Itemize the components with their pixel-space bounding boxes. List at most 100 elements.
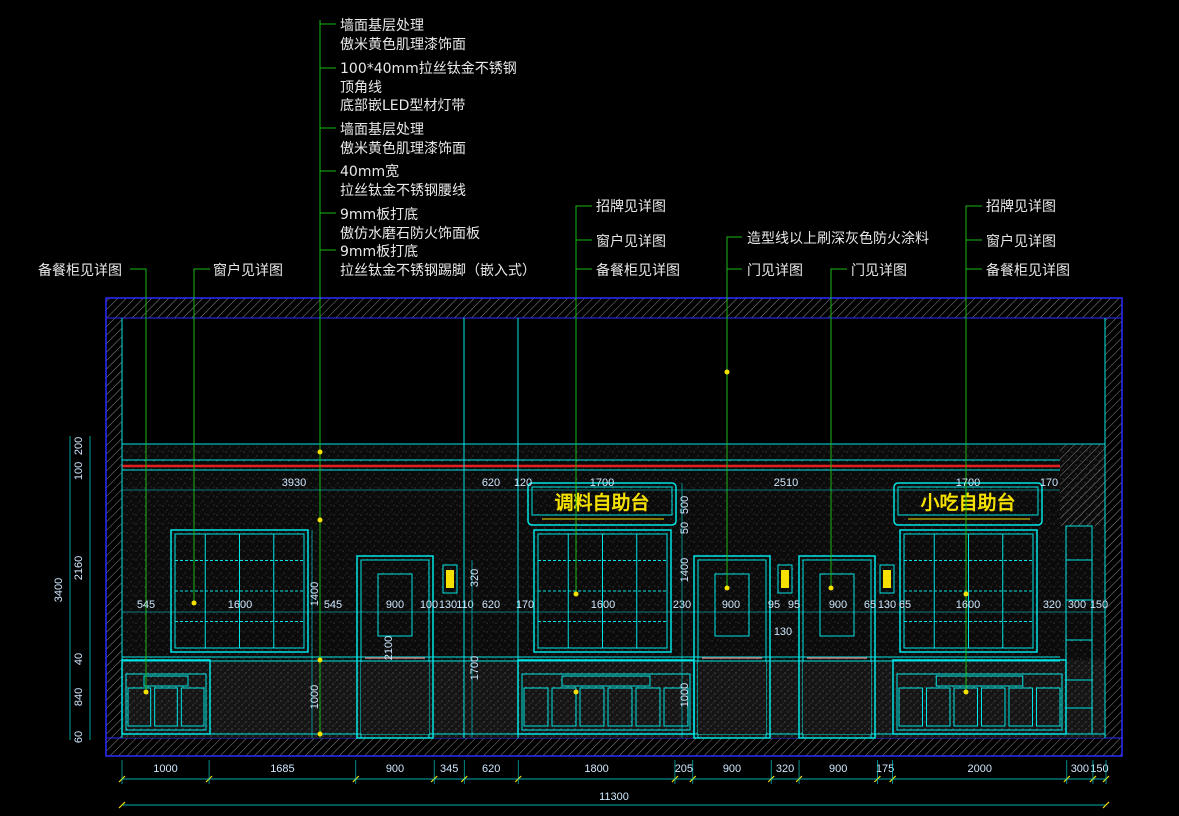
cabinets-group (121, 659, 1067, 735)
dim-label: 1685 (270, 763, 294, 775)
note-line: 40mm宽 (340, 163, 399, 180)
note-line: 墙面基层处理 (340, 17, 424, 34)
door-leaf (802, 559, 872, 739)
dim-label: 545 (324, 599, 342, 611)
cabinet-body (521, 673, 691, 731)
door-vision-panel (714, 573, 750, 637)
dim-label: 840 (73, 688, 85, 706)
dim-label: 130 (439, 599, 457, 611)
dim-label: 170 (516, 599, 534, 611)
note-line: 100*40mm拉丝钛金不锈钢 (340, 61, 517, 77)
dim-label: 65 (864, 599, 876, 611)
door-kickplate (361, 662, 429, 734)
window-frame (899, 529, 1038, 653)
dim-label: 200 (73, 437, 85, 455)
dim-label: 320 (469, 569, 481, 587)
cabinet-frame (121, 659, 211, 735)
leader-lines (130, 20, 982, 738)
dim-label: 120 (514, 477, 532, 489)
door (693, 555, 771, 739)
cabinet (517, 659, 695, 735)
callout-door-a: 门见详图 (747, 263, 803, 279)
cabinet-drawer (561, 675, 651, 687)
wall-panel (121, 318, 1106, 738)
dim-label: 900 (829, 763, 847, 775)
window (533, 529, 672, 653)
cabinet-door (180, 687, 205, 727)
dim-label: 2000 (967, 763, 991, 775)
dim-label: 900 (723, 763, 741, 775)
door-leaf (697, 559, 767, 739)
note-line: 拉丝钛金不锈钢腰线 (340, 183, 466, 199)
cabinet-door (1036, 687, 1061, 727)
note-line: 傲米黄色肌理漆饰面 (340, 140, 466, 157)
callout-window-left: 窗户见详图 (213, 262, 283, 279)
dim-label: 1600 (228, 599, 252, 611)
note-line: 墙面基层处理 (340, 121, 424, 138)
door-kickplate (698, 662, 766, 734)
dim-label: 1000 (309, 685, 321, 709)
sign-board-left: 调料自助台 (527, 482, 677, 526)
note-line: 顶角线 (340, 80, 382, 96)
dim-label: 3930 (282, 477, 306, 489)
dim-label: 65 (899, 599, 911, 611)
dim-label: 900 (722, 599, 740, 611)
dim-label: 620 (482, 763, 500, 775)
cabinet (892, 659, 1067, 735)
dim-label: 545 (137, 599, 155, 611)
dim-label: 100 (420, 599, 438, 611)
dim-label: 205 (675, 763, 693, 775)
note-line: 9mm板打底 (340, 243, 418, 260)
callout-paint-note: 造型线以上刷深灰色防火涂料 (747, 230, 929, 247)
dim-tick (118, 801, 126, 809)
window-frame (533, 529, 672, 653)
window (170, 529, 309, 653)
dim-label: 3400 (53, 578, 65, 602)
cabinet-body (896, 673, 1063, 731)
dim-label: 2510 (774, 477, 798, 489)
dim-label: 60 (73, 731, 85, 743)
cabinet-body (125, 673, 207, 731)
dim-label: 170 (1040, 477, 1058, 489)
dim-label: 1400 (679, 558, 691, 582)
dim-label: 150 (1090, 763, 1108, 775)
callout-sign-mid: 招牌见详图 (596, 198, 666, 215)
notes-center: 墙面基层处理 傲米黄色肌理漆饰面 100*40mm拉丝钛金不锈钢 顶角线 底部嵌… (340, 17, 536, 279)
windows-group (170, 529, 1038, 653)
structure-frame (105, 297, 1123, 757)
dim-label: 95 (788, 599, 800, 611)
cabinet-door (981, 687, 1006, 727)
dim-label: 320 (776, 763, 794, 775)
dim-label: 500 (679, 496, 691, 514)
dim-label: 320 (1043, 599, 1061, 611)
cabinet-door (663, 687, 689, 727)
cabinet-door (635, 687, 661, 727)
dim-label: 1700 (469, 656, 481, 680)
callout-door-b: 门见详图 (851, 263, 907, 279)
callout-window-right: 窗户见详图 (986, 233, 1056, 250)
wall-lamps (442, 564, 895, 594)
door-leaf (360, 559, 430, 739)
dim-label: 175 (876, 763, 894, 775)
dim-label: 2160 (73, 556, 85, 580)
sign-text-right: 小吃自助台 (920, 491, 1015, 514)
sign-board-right: 小吃自助台 (893, 482, 1043, 526)
cabinet-door (607, 687, 633, 727)
window (899, 529, 1038, 653)
dim-label: 1600 (591, 599, 615, 611)
dim-tick (1102, 801, 1110, 809)
inner-dimensions: 3930 620 120 1700 2510 1700 170 545 1600… (122, 477, 1108, 738)
cabinet-door (523, 687, 549, 727)
note-line: 拉丝钛金不锈钢踢脚（嵌入式） (340, 263, 536, 279)
cabinet-door (898, 687, 923, 727)
left-dimensions: 100 200 2160 3400 40 840 60 (53, 436, 91, 743)
dim-total: 11300 (599, 791, 629, 803)
dim-label: 345 (440, 763, 458, 775)
dim-label: 110 (456, 599, 474, 611)
dim-label: 130 (878, 599, 896, 611)
doors-group (356, 555, 876, 739)
note-line: 底部嵌LED型材灯带 (340, 98, 465, 114)
dim-label: 900 (829, 599, 847, 611)
cabinet-drawer (143, 675, 189, 687)
